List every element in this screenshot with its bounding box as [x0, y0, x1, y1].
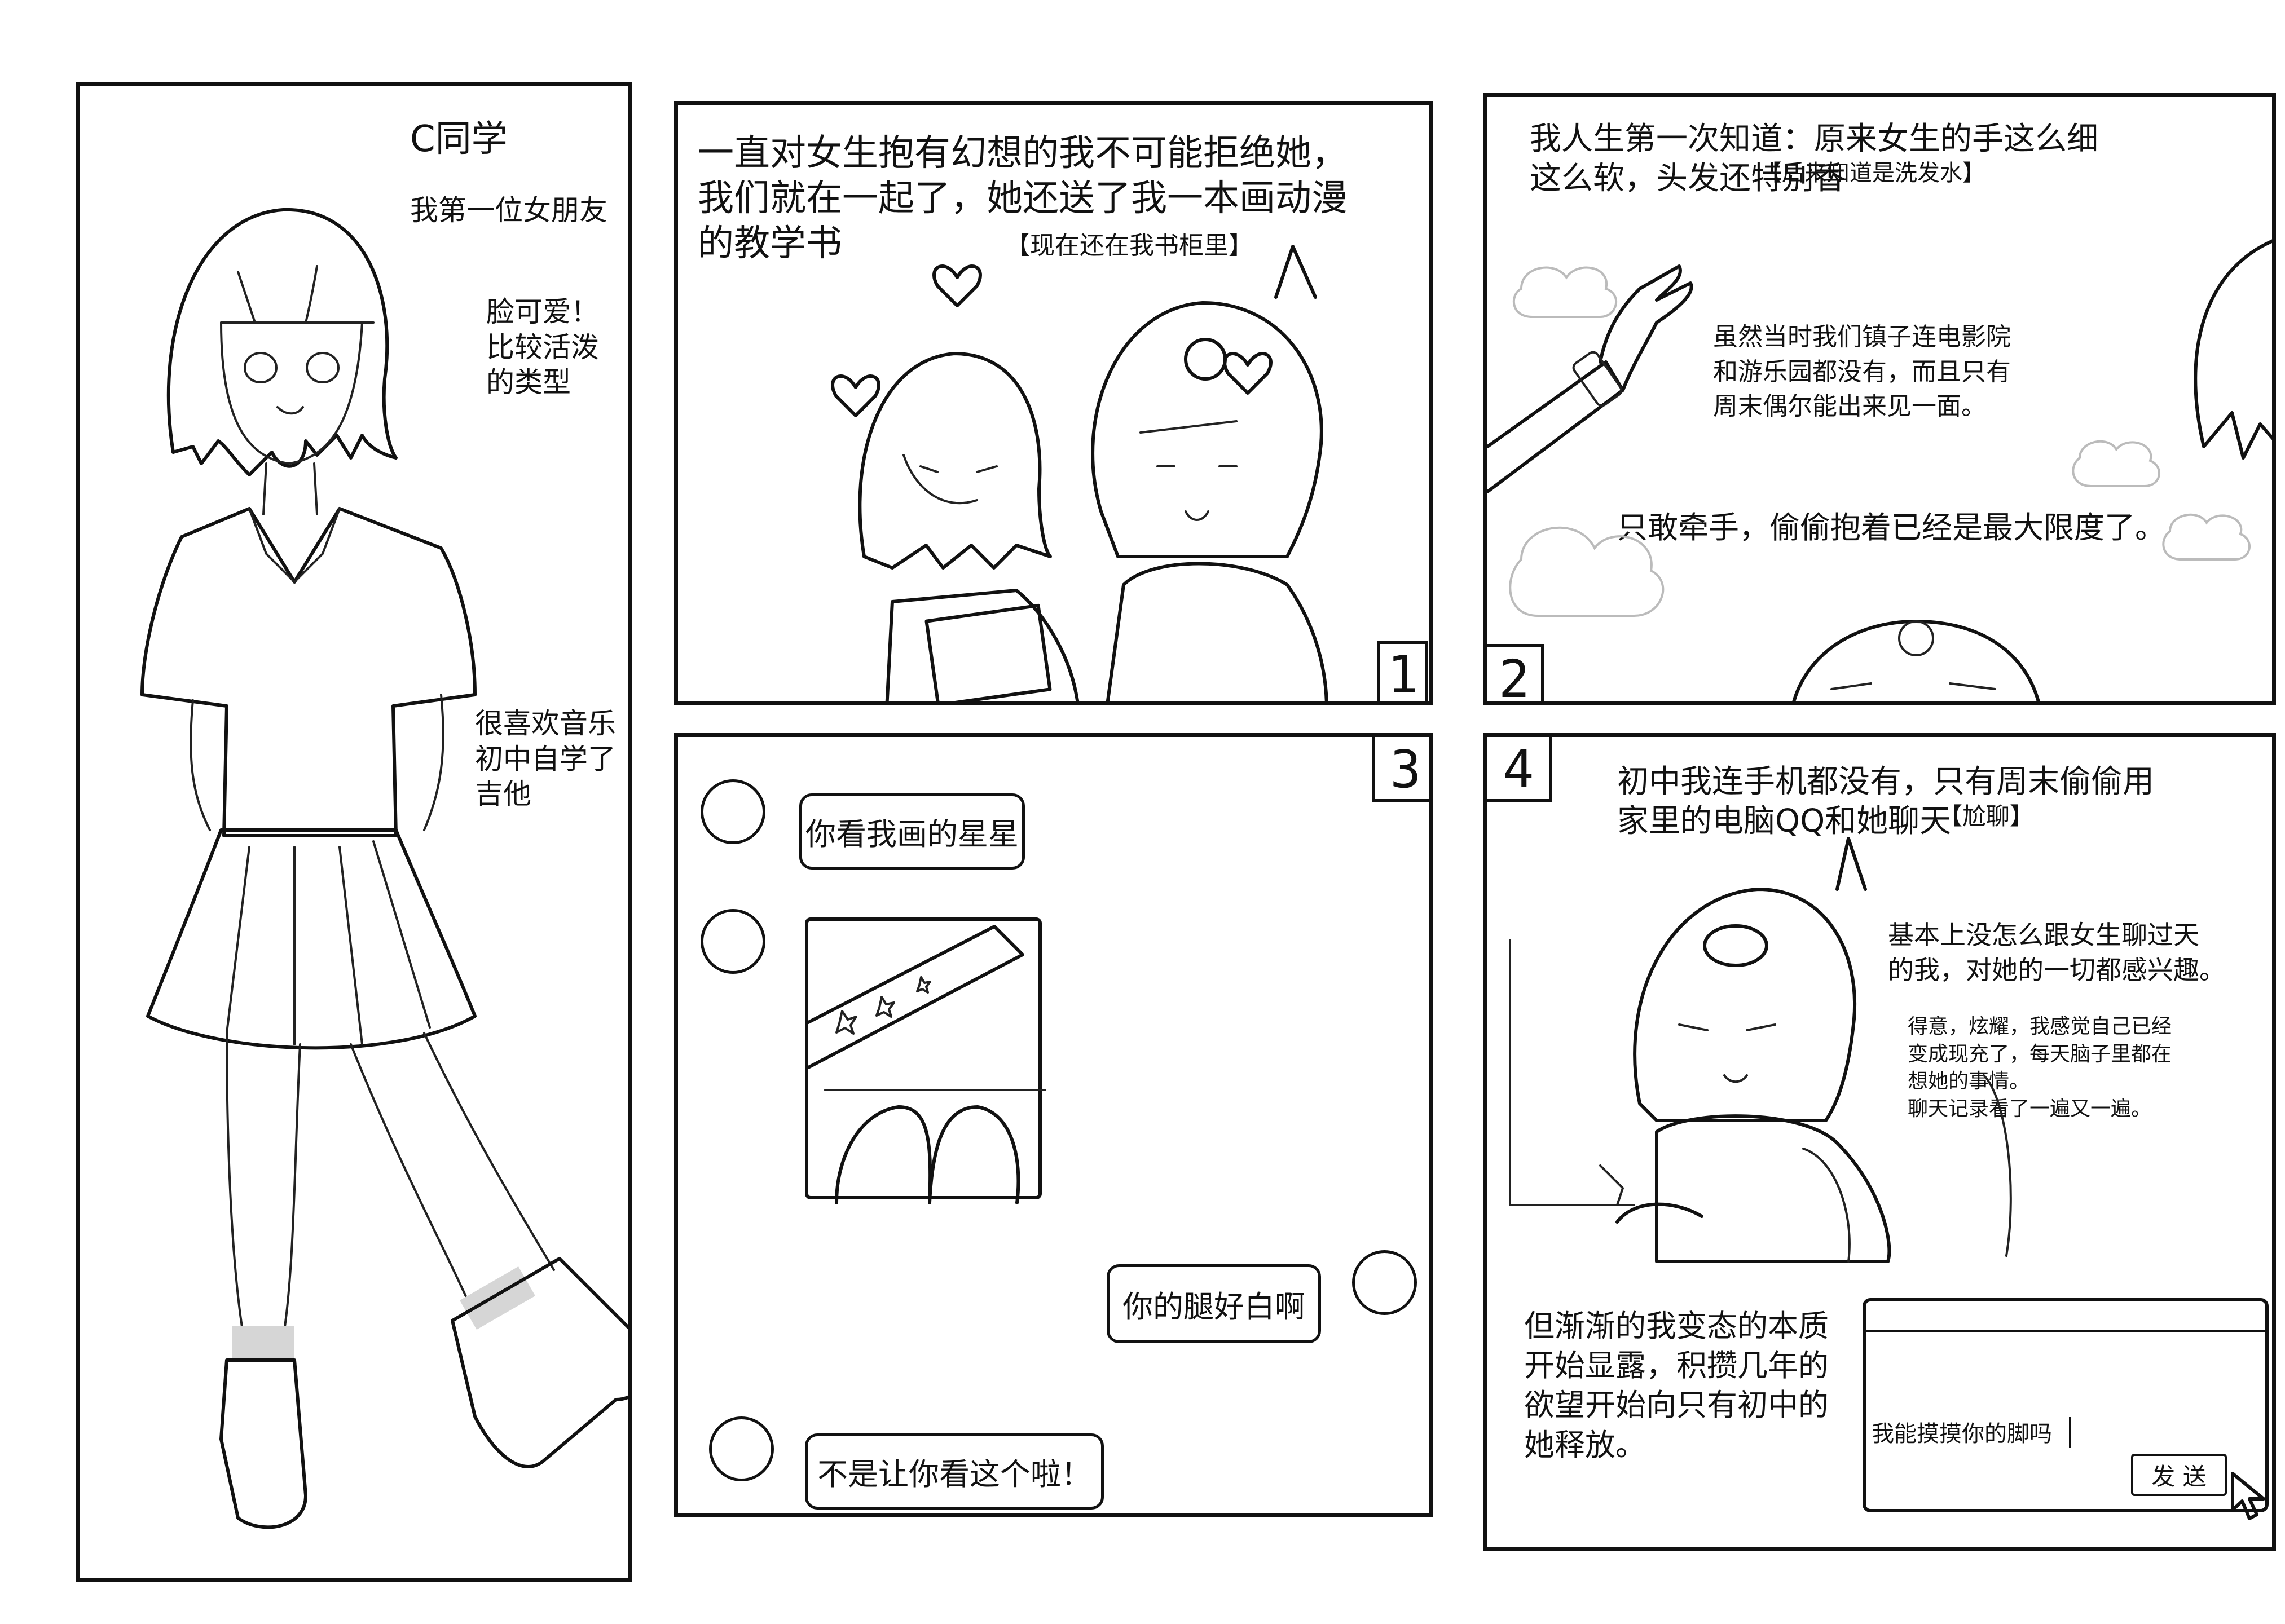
- panel-4-number: 4: [1487, 737, 1552, 802]
- chat-bubble-not-this: 不是让你看这个啦！: [805, 1433, 1104, 1510]
- avatar-girl-1: [701, 779, 765, 844]
- panel-1-note: 【现在还在我书柜里】: [1005, 231, 1253, 260]
- send-button[interactable]: 发 送: [2131, 1454, 2227, 1496]
- mouse-cursor-icon: [2231, 1472, 2265, 1520]
- hand-and-clouds-illustration: [1487, 239, 2272, 701]
- panel-3: 3 你看我画的星星 你的腿好白啊 不是让你看这个啦！: [674, 733, 1433, 1517]
- panel-2: 我人生第一次知道：原来女生的手这么细 这么软，头发还特别香 【后来知道是洗发水】…: [1483, 93, 2276, 705]
- chat-window-toolbar-divider: [1866, 1330, 2265, 1332]
- avatar-boy: [1352, 1250, 1417, 1315]
- panel-2-holding-hands-text: 只敢牵手，偷偷抱着已经是最大限度了。: [1617, 510, 2165, 545]
- panel-4: 4 初中我连手机都没有，只有周末偷偷用 家里的电脑QQ和她聊天 【尬聊】 基本上…: [1483, 733, 2276, 1551]
- panel-3-number: 3: [1372, 737, 1429, 802]
- panel-2-number: 2: [1487, 644, 1544, 701]
- chat-bubble-legs: 你的腿好白啊: [1107, 1264, 1321, 1343]
- chat-input-field[interactable]: 我能摸摸你的脚吗: [1872, 1421, 2052, 1447]
- boy-at-computer-illustration: [1509, 837, 2012, 1263]
- caption-first-girlfriend: 我第一位女朋友: [410, 194, 607, 227]
- panel-1-narration: 一直对女生抱有幻想的我不可能拒绝她， 我们就在一起了，她还送了我一本画动漫 的教…: [698, 133, 1348, 264]
- avatar-girl-2: [701, 909, 765, 974]
- panel-4-note: 【尬聊】: [1939, 802, 2034, 830]
- panel-4-nature-text: 但渐渐的我变态的本质 开始显露，积攒几年的 欲望开始向只有初中的 她释放。: [1524, 1308, 1829, 1463]
- couple-illustration: [831, 245, 1328, 701]
- chat-bubble-stars: 你看我画的星星: [799, 793, 1025, 870]
- panel-4-interest-text: 基本上没怎么跟女生聊过天 的我，对她的一切都感兴趣。: [1888, 920, 2225, 986]
- chat-window: 我能摸摸你的脚吗 发 送: [1863, 1298, 2269, 1520]
- chat-image-drawing: [805, 917, 1046, 1204]
- girl-figure-illustration: [140, 208, 628, 1529]
- panel-4-narration: 初中我连手机都没有，只有周末偷偷用 家里的电脑QQ和她聊天: [1617, 764, 2154, 840]
- caption-music: 很喜欢音乐 初中自学了 吉他: [475, 707, 616, 810]
- avatar-girl-3: [709, 1416, 774, 1481]
- panel-character-intro: C同学 我第一位女朋友 脸可爱！ 比较活泼 的类型 很喜欢音乐 初中自学了 吉他: [76, 82, 632, 1582]
- panel-2-narration: 我人生第一次知道：原来女生的手这么细 这么软，头发还特别香: [1530, 121, 2098, 197]
- text-cursor: [2069, 1417, 2071, 1448]
- panel-2-note: 【后来知道是洗发水】: [1759, 160, 1985, 186]
- panel-2-town-text: 虽然当时我们镇子连电影院 和游乐园都没有，而且只有 周末偶尔能出来见一面。: [1713, 323, 2011, 421]
- character-name: C同学: [410, 118, 508, 160]
- panel-1-number: 1: [1377, 641, 1428, 701]
- drawing-photo-illustration: [807, 925, 1046, 1204]
- panel-4-proud-text: 得意，炫耀，我感觉自己已经 变成现充了，每天脑子里都在 想她的事情。 聊天记录看…: [1908, 1015, 2172, 1120]
- panel-1: 一直对女生抱有幻想的我不可能拒绝她， 我们就在一起了，她还送了我一本画动漫 的教…: [674, 102, 1433, 705]
- caption-cute-face: 脸可爱！ 比较活泼 的类型: [486, 295, 599, 399]
